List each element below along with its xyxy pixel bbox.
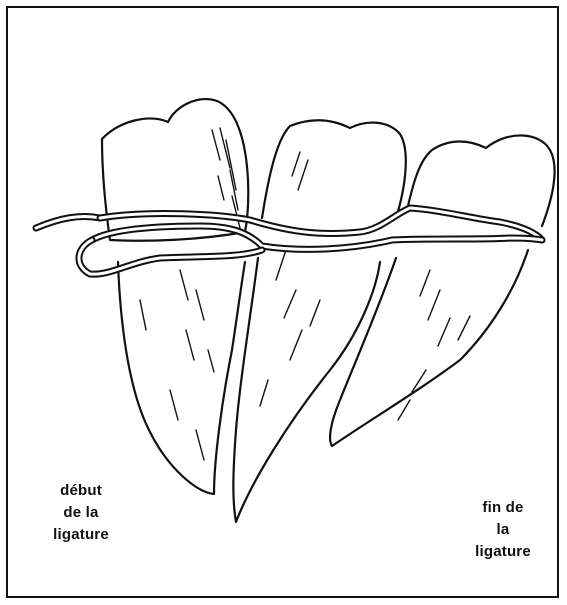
tooth-left-hatching <box>140 128 240 460</box>
ligature-end-line-2: la <box>458 519 548 541</box>
ligature-start-label: début de la ligature <box>36 480 126 546</box>
tooth-right-root <box>330 250 528 446</box>
ligature-start-line-1: début <box>36 480 126 502</box>
ligature-end-line-3: ligature <box>458 541 548 563</box>
tooth-middle-root <box>233 258 380 522</box>
ligature-end-line-1: fin de <box>458 497 548 519</box>
tooth-right-hatching <box>398 270 470 420</box>
ligature-start-line-2: de la <box>36 502 126 524</box>
tooth-middle-hatching <box>260 152 320 406</box>
ligature-end-label: fin de la ligature <box>458 497 548 563</box>
ligature-start-line-3: ligature <box>36 524 126 546</box>
tooth-middle-crown <box>262 120 406 218</box>
tooth-left-root <box>118 262 245 494</box>
